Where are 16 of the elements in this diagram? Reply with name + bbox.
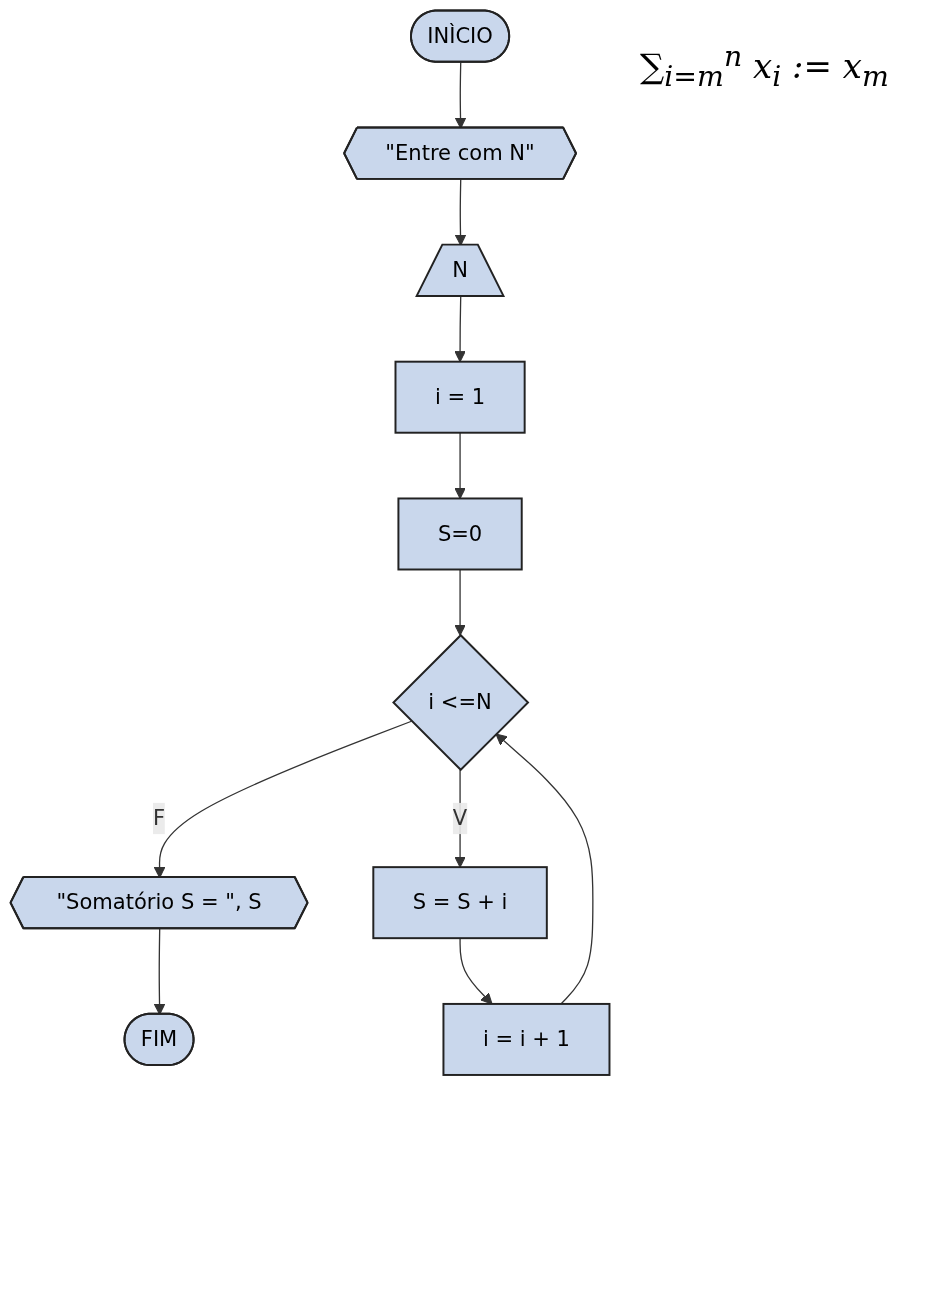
node-diamond: i <=N (392, 633, 530, 772)
arrow (454, 61, 467, 129)
arrow (153, 928, 166, 1015)
node-box: i = i + 1 (442, 1002, 611, 1076)
arrow (454, 568, 466, 636)
formula: ∑$_{i=m}$$^{n}$ x$_{i}$ := x$_{m}$ (640, 40, 889, 94)
edge-label: F (152, 805, 166, 831)
edge-label: V (452, 805, 468, 831)
arrow (153, 720, 413, 879)
arrow (454, 432, 466, 499)
arrow (459, 937, 493, 1005)
node-box: S = S + i (372, 866, 548, 940)
arrow (495, 733, 594, 1005)
arrow (454, 295, 466, 363)
node-box: i = 1 (394, 360, 526, 434)
node-box: S=0 (397, 497, 523, 571)
